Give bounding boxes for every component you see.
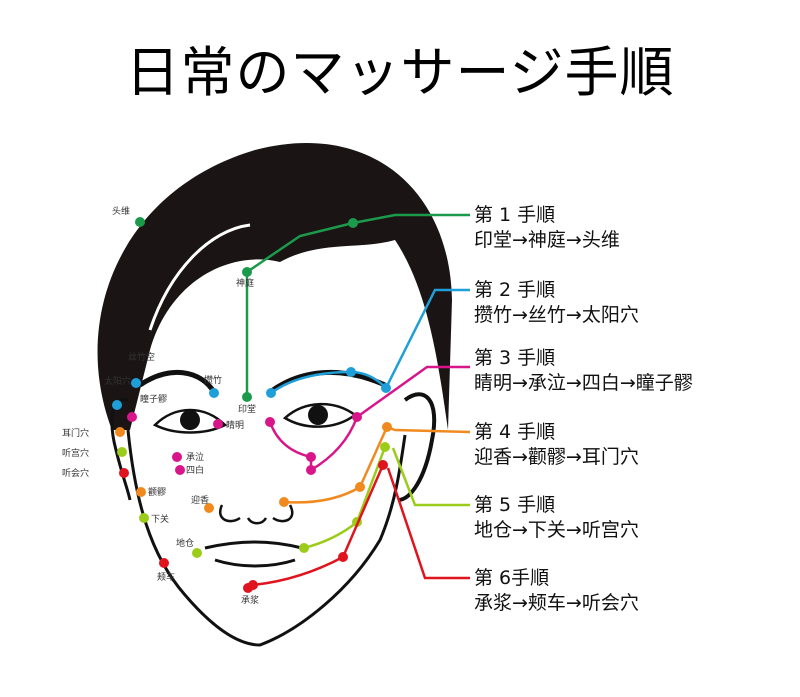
step-1-acupoint	[242, 267, 252, 277]
left-brow	[138, 369, 217, 394]
step-6: 第 6手順 承浆→颊车→听会穴	[474, 566, 639, 616]
step-label: 第 3 手順	[474, 347, 556, 369]
step-1-path	[245, 213, 470, 397]
label-taiyang: 太阳穴	[104, 375, 131, 387]
step-label: 第 2 手順	[474, 279, 556, 301]
step-sequence: 承浆→颊车→听会穴	[474, 592, 639, 614]
step-5-acupoint	[139, 513, 149, 523]
step-4-acupoint	[115, 427, 125, 437]
step-4: 第 4 手順 迎香→颧髎→耳门穴	[474, 420, 639, 470]
step-3-acupoint	[352, 412, 362, 422]
step-2-acupoint	[112, 400, 122, 410]
label-tongziliao: 瞳子髎	[140, 393, 167, 405]
step-6-acupoint	[119, 468, 129, 478]
step-5-acupoint	[299, 543, 309, 553]
step-2-acupoint	[209, 388, 219, 398]
step-5-path	[303, 446, 387, 550]
label-quanliao: 颧髎	[148, 486, 166, 498]
step-label: 第 6手順	[474, 567, 550, 589]
nose	[219, 504, 294, 525]
step-label: 第 1 手順	[474, 204, 556, 226]
step-2-acupoint	[266, 388, 276, 398]
label-chengjiang: 承浆	[241, 594, 259, 606]
step-3-acupoint	[306, 465, 316, 475]
label-yintang: 印堂	[238, 403, 256, 415]
step-5-acupoint	[117, 447, 127, 457]
step-4-acupoint	[136, 487, 146, 497]
label-touwei: 头维	[112, 205, 130, 217]
step-sequence: 印堂→神庭→头维	[474, 229, 620, 251]
step-6-acupoint	[338, 552, 348, 562]
label-xiaguan: 下关	[151, 513, 169, 525]
step-5-path	[391, 447, 470, 507]
step-sequence: 地仓→下关→听宫穴	[474, 519, 639, 541]
label-tinggong: 听宫穴	[62, 447, 89, 459]
step-5-acupoint	[380, 442, 390, 452]
massage-paths	[112, 213, 471, 593]
step-sequence: 迎香→颧髎→耳门穴	[474, 446, 639, 468]
step-3: 第 3 手順 睛明→承泣→四白→瞳子髎	[474, 346, 693, 396]
label-dicang: 地仓	[176, 537, 194, 549]
step-4-acupoint	[355, 482, 365, 492]
step-3-acupoint	[265, 417, 275, 427]
label-shenting: 神庭	[236, 277, 254, 289]
step-sequence: 攒竹→丝竹→太阳穴	[474, 304, 639, 326]
label-jiache: 颊车	[157, 571, 175, 583]
page-title: 日常のマッサージ手順	[125, 41, 675, 104]
mouth	[204, 540, 303, 568]
step-4-acupoint	[204, 503, 214, 513]
step-3-acupoint	[306, 452, 316, 462]
step-label: 第 4 手順	[474, 421, 556, 443]
label-ermen: 耳门穴	[62, 427, 89, 439]
step-6-acupoint	[248, 580, 258, 590]
label-cuanzhu: 攒竹	[204, 374, 222, 386]
step-4-acupoint	[279, 497, 289, 507]
step-5-acupoint	[192, 548, 202, 558]
label-yingxiang: 迎香	[191, 494, 209, 506]
step-4-path	[386, 425, 471, 434]
step-6-acupoint	[378, 460, 388, 470]
step-2-path	[384, 288, 470, 389]
step-6-acupoint	[159, 558, 169, 568]
step-1-acupoint	[348, 218, 358, 228]
step-2-acupoint	[381, 383, 391, 393]
step-2: 第 2 手順 攒竹→丝竹→太阳穴	[474, 278, 639, 328]
step-2-acupoint	[131, 378, 141, 388]
step-2-acupoint	[346, 367, 356, 377]
step-6-path	[252, 464, 385, 587]
step-3-acupoint	[172, 452, 182, 462]
step-1-acupoint	[242, 392, 252, 402]
step-3-acupoint	[213, 419, 223, 429]
hair	[97, 143, 452, 430]
label-jingming: 睛明	[226, 420, 244, 431]
step-label: 第 5 手順	[474, 494, 556, 516]
step-3-path	[268, 421, 313, 470]
face-illustration	[97, 143, 452, 647]
step-1-acupoint	[135, 217, 145, 227]
hair-streak	[148, 223, 251, 331]
step-5: 第 5 手順 地仓→下关→听宫穴	[474, 493, 639, 543]
step-3-path	[310, 416, 359, 472]
step-3-path	[356, 365, 470, 419]
label-tinghui: 听会穴	[62, 467, 89, 479]
step-4-acupoint	[382, 422, 392, 432]
label-chengqi: 承泣	[186, 451, 204, 463]
step-1: 第 1 手順 印堂→神庭→头维	[474, 203, 620, 253]
step-2-path	[270, 370, 387, 395]
face-outline	[126, 429, 407, 647]
label-sibai: 四白	[186, 464, 204, 476]
label-sizhukong: 丝竹空	[128, 351, 155, 363]
step-3-acupoint	[175, 465, 185, 475]
step-sequence: 睛明→承泣→四白→瞳子髎	[474, 372, 693, 394]
point-labels: 头维 神庭 印堂 丝竹空 太阳穴 攒竹 瞳子髎 睛明 承泣 四白 耳门穴 听宫穴…	[62, 205, 259, 606]
step-6-path	[386, 467, 470, 580]
step-3-acupoint	[127, 412, 137, 422]
